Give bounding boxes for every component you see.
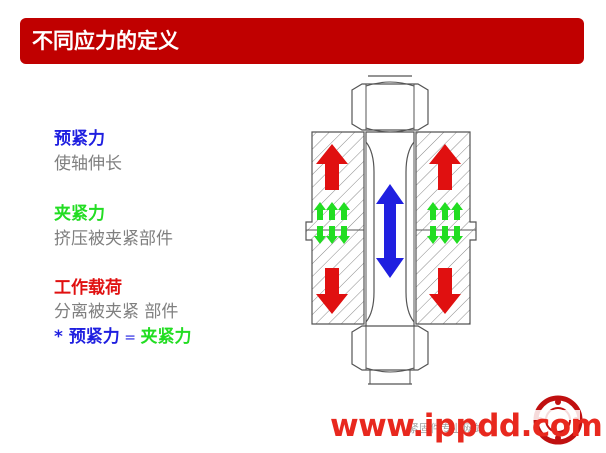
logo-icon [520, 395, 583, 445]
equation: * 预紧力 = 夹紧力 [54, 326, 191, 349]
bolt-head-top [351, 75, 429, 133]
clamp-description: 挤压被夹紧部件 [54, 229, 173, 249]
work-load-description: 分离被夹紧 部件 [54, 302, 179, 322]
work-arrow-right-down [429, 268, 461, 314]
page-title: 不同应力的定义 [32, 29, 179, 53]
equation-preload: 预紧力 [68, 327, 120, 347]
watermark-text: www.ippdd.com [330, 408, 603, 444]
bolted-joint-diagram [300, 72, 480, 392]
clamp-arrows-left [314, 202, 350, 244]
clamp-arrows-right [427, 202, 463, 244]
clamp-label: 夹紧力 [54, 204, 105, 224]
title-bar: 不同应力的定义 [20, 18, 584, 64]
equation-clamp: 夹紧力 [140, 327, 192, 347]
bolted-joint-svg [305, 75, 477, 385]
work-arrow-right-up [429, 144, 461, 190]
preload-label: 预紧力 [54, 129, 105, 149]
company-logo [518, 394, 592, 448]
footer-faint-text: 紧固件专业网站 [408, 422, 485, 435]
work-load-label: 工作载荷 [54, 278, 122, 298]
work-arrow-left-up [316, 144, 348, 190]
preload-description: 使轴伸长 [54, 154, 122, 174]
equation-star: * [54, 327, 69, 347]
nut-bottom [351, 325, 429, 385]
equation-equals: = [119, 330, 141, 346]
work-arrow-left-down [316, 268, 348, 314]
preload-arrow [376, 184, 404, 278]
